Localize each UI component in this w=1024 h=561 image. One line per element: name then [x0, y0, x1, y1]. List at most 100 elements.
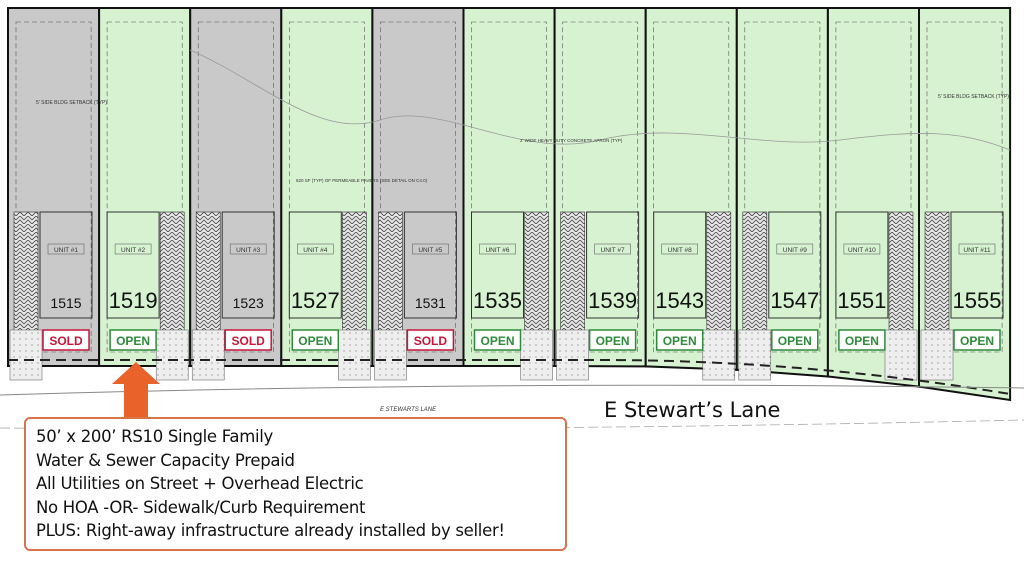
- driveway-apron: [884, 329, 918, 381]
- unit-label: UNIT #3: [236, 247, 260, 254]
- setback-line: [471, 21, 547, 353]
- house-footprint: [221, 211, 275, 319]
- house-footprint: [768, 211, 822, 319]
- status-text: OPEN: [960, 334, 994, 348]
- driveway-apron: [338, 329, 371, 381]
- apron-note: 2' WIDE HEAVY DUTY CONCRETE APRON (TYP): [520, 138, 623, 143]
- info-line: PLUS: Right-away infrastructure already …: [36, 521, 505, 540]
- house-footprint: [403, 211, 457, 319]
- info-line: No HOA -OR- Sidewalk/Curb Requirement: [36, 497, 366, 517]
- setback-line: [562, 21, 638, 353]
- status-badge: [406, 329, 455, 351]
- setback-line: [926, 21, 1003, 353]
- setback-line: [380, 21, 456, 353]
- house-footprint: [106, 211, 160, 319]
- unit-label: UNIT #10: [848, 247, 876, 254]
- house-footprint: [39, 211, 93, 319]
- status-badge: [473, 329, 522, 351]
- driveway-apron: [155, 329, 189, 381]
- street-label-small: E STEWARTS LANE: [380, 407, 437, 413]
- lot-address: 1523: [233, 295, 264, 311]
- lot-address: 1535: [473, 288, 522, 313]
- house-footprint: [471, 211, 524, 319]
- status-badge: [655, 329, 704, 351]
- status-badge: [953, 329, 1001, 351]
- driveway-apron: [738, 329, 772, 381]
- status-text: OPEN: [116, 334, 150, 348]
- house-footprint: [653, 211, 707, 319]
- driveway-apron: [374, 329, 407, 381]
- driveway-apron: [520, 329, 553, 381]
- lot-address: 1551: [837, 288, 886, 313]
- unit-label: UNIT #5: [418, 247, 442, 254]
- lot-address: 1555: [953, 288, 1002, 313]
- unit-label-box: [229, 243, 267, 255]
- lot-address: 1519: [109, 288, 158, 313]
- status-text: OPEN: [480, 334, 514, 348]
- status-badge: [838, 329, 886, 351]
- unit-label-box: [296, 243, 334, 255]
- lot-address: 1531: [415, 295, 446, 311]
- unit-label-box: [594, 243, 631, 255]
- pavers-note: 820 SF (TYP) OF PERMEABLE PAVERS (SEE DE…: [296, 178, 428, 183]
- house-footprint: [950, 211, 1004, 319]
- setback-line: [653, 21, 730, 353]
- unit-label-box: [47, 243, 85, 255]
- driveway-apron: [556, 329, 589, 381]
- unit-label-box: [958, 243, 996, 255]
- status-badge: [42, 329, 90, 351]
- info-box: 50’ x 200’ RS10 Single Family Water & Se…: [24, 417, 567, 551]
- driveway-apron: [702, 329, 736, 381]
- unit-label-box: [776, 243, 814, 255]
- setback-line: [835, 21, 912, 353]
- right-of-way-line: [8, 359, 1009, 395]
- house-footprint: [288, 211, 342, 319]
- lot-address: 1539: [588, 288, 637, 313]
- setback-note-right: 5' SIDE BLDG SETBACK (TYP): [938, 94, 1009, 100]
- unit-label: UNIT #7: [601, 247, 625, 254]
- setback-line: [744, 21, 821, 353]
- status-text: OPEN: [663, 334, 697, 348]
- status-badge: [291, 329, 340, 351]
- lot-address: 1515: [50, 295, 81, 311]
- status-text: OPEN: [845, 334, 879, 348]
- unit-label-box: [479, 243, 516, 255]
- status-text: OPEN: [596, 334, 630, 348]
- info-line: All Utilities on Street + Overhead Elect…: [36, 474, 364, 493]
- unit-label: UNIT #6: [485, 247, 509, 254]
- unit-label-box: [661, 243, 699, 255]
- setback-note-left: 5' SIDE BLDG SETBACK (TYP): [36, 100, 107, 106]
- setback-line: [106, 21, 183, 353]
- unit-label: UNIT #4: [303, 247, 327, 254]
- unit-label: UNIT #1: [54, 247, 78, 254]
- unit-label: UNIT #8: [668, 247, 692, 254]
- unit-label: UNIT #9: [783, 247, 807, 254]
- driveway-apron: [9, 329, 43, 381]
- driveway-apron: [191, 329, 225, 381]
- status-badge: [109, 329, 157, 351]
- setback-line: [288, 21, 365, 353]
- house-footprint: [586, 211, 640, 319]
- pointer-arrow-icon: [112, 362, 160, 422]
- status-text: OPEN: [778, 334, 812, 348]
- lot-address: 1527: [291, 288, 340, 313]
- lot-address: 1543: [655, 288, 704, 313]
- status-text: OPEN: [298, 334, 332, 348]
- unit-label-box: [114, 243, 152, 255]
- setback-line: [197, 21, 274, 353]
- info-line: Water & Sewer Capacity Prepaid: [36, 450, 295, 470]
- house-footprint: [835, 211, 889, 319]
- tree-line: [189, 49, 1011, 151]
